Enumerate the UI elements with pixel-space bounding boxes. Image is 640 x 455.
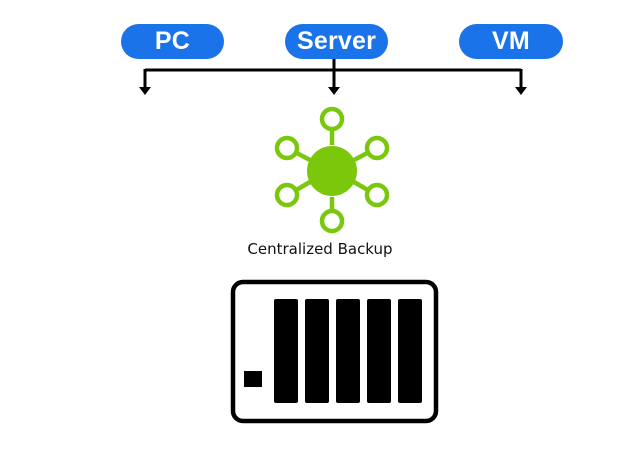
left-arrow-icon <box>139 87 151 95</box>
nas-status-led <box>244 371 262 387</box>
source-server-label: Server <box>296 27 377 55</box>
center-arrow-icon <box>328 87 340 95</box>
drive-bay-1 <box>274 299 298 403</box>
source-pc-label: PC <box>154 27 191 55</box>
drive-bay-3 <box>336 299 360 403</box>
connector-lines <box>143 59 523 88</box>
right-arrow-icon <box>515 87 527 95</box>
drive-bay-5 <box>398 299 422 403</box>
nas-storage-icon <box>230 279 439 424</box>
source-pc-pill: PC <box>121 24 224 59</box>
source-vm-label: VM <box>492 27 530 55</box>
network-hub-icon <box>274 106 390 234</box>
drive-bay-4 <box>367 299 391 403</box>
hub-label: Centralized Backup <box>247 240 393 258</box>
drive-bay-2 <box>305 299 329 403</box>
arrowheads <box>139 87 527 95</box>
source-server-pill: Server <box>285 24 388 59</box>
source-vm-pill: VM <box>459 24 563 59</box>
